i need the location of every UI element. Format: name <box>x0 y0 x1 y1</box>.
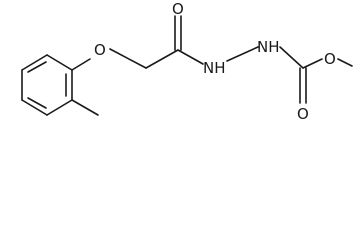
ring-double-bond <box>27 97 47 109</box>
ring-double-bond <box>27 61 47 73</box>
ether-oxygen-label: O <box>94 41 106 59</box>
nh-2-label: NH <box>257 38 280 56</box>
amide-carbonyl-oxygen-label: O <box>172 0 184 18</box>
atom-ester-carbonyl-oxygen: O <box>297 105 309 123</box>
ring-bond <box>21 54 48 71</box>
atom-nh-2: NH <box>257 38 280 56</box>
ester-c-o-bond <box>302 58 323 69</box>
ether-ch2-bond <box>109 48 147 69</box>
aryl-ether-bond <box>71 58 91 71</box>
nh-nh-bond <box>226 46 259 62</box>
ring-bond <box>21 99 48 116</box>
benzene-ring <box>21 54 73 116</box>
ring-bond <box>46 54 73 71</box>
ester-oxygen-label: O <box>324 50 336 68</box>
atom-amide-carbonyl-oxygen: O <box>172 0 184 18</box>
carbonyl-nh-bond <box>177 49 204 65</box>
atom-ester-oxygen: O <box>324 50 336 68</box>
ester-methyl-bond <box>337 58 353 67</box>
ester-carbonyl-oxygen-label: O <box>297 105 309 123</box>
nh-ester-carbon-bond <box>279 46 304 69</box>
ring-bond <box>46 99 73 116</box>
nh-1-label: NH <box>203 59 226 77</box>
chemical-structure: O O NH NH O O <box>21 0 353 123</box>
ch2-carbonyl-bond <box>145 49 179 69</box>
methyl-bond <box>71 99 99 116</box>
atom-ether-oxygen: O <box>94 41 106 59</box>
atom-nh-1: NH <box>203 59 226 77</box>
